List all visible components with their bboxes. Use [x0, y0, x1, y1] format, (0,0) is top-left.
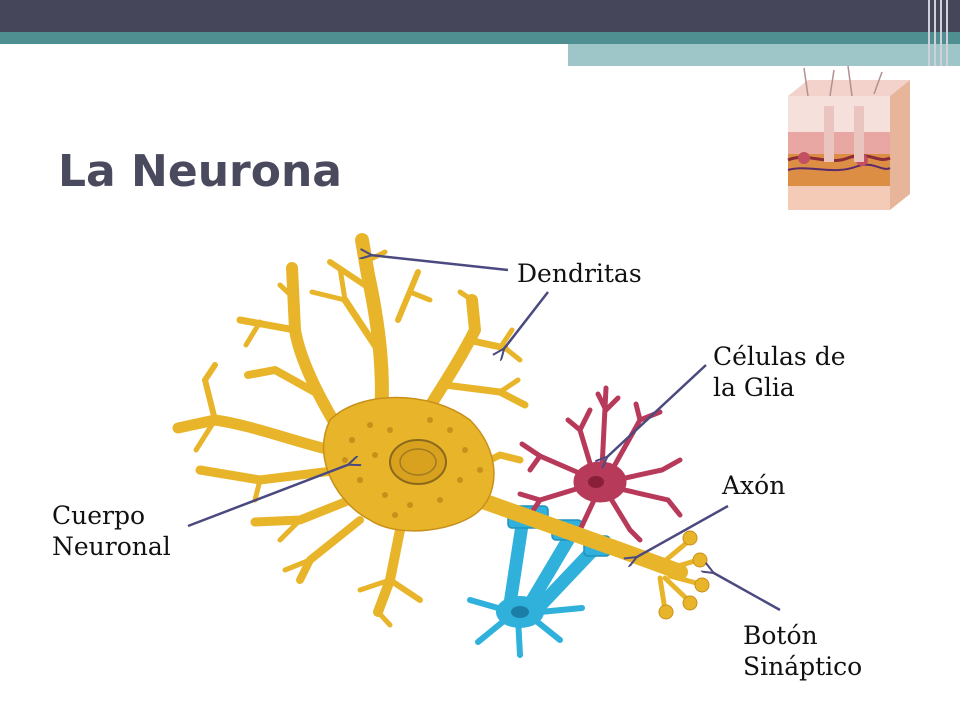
- arrow-glia: [606, 364, 707, 458]
- header-band-teal: [0, 32, 960, 44]
- neuron-cell: [172, 233, 710, 628]
- skin-cross-section-illustration: [787, 66, 910, 210]
- label-cuerpo-neuronal-line1: Cuerpo: [52, 501, 146, 530]
- arrow-boton: [712, 572, 781, 612]
- arrow-cuerpo: [187, 464, 350, 528]
- label-boton-sinaptico-line1: Botón: [743, 621, 818, 650]
- label-axon: Axón: [722, 471, 786, 500]
- label-cuerpo-neuronal: Cuerpo Neuronal: [52, 500, 171, 562]
- label-boton-sinaptico: Botón Sináptico: [743, 620, 862, 682]
- label-celulas-glia-line2: la Glia: [713, 373, 795, 402]
- arrow-dendritas-upper: [370, 255, 509, 272]
- label-cuerpo-neuronal-line2: Neuronal: [52, 532, 171, 561]
- header-band-dark: [0, 0, 960, 32]
- label-dendritas: Dendritas: [517, 259, 642, 288]
- header-stripes: [928, 0, 948, 66]
- slide-title: La Neurona: [58, 146, 342, 197]
- header-band-light: [568, 44, 960, 66]
- label-celulas-glia-line1: Células de: [713, 342, 846, 371]
- pointer-arrows: [187, 255, 781, 612]
- arrow-axon: [635, 504, 729, 558]
- arrow-dendritas-lower: [503, 291, 549, 350]
- label-boton-sinaptico-line2: Sináptico: [743, 652, 863, 681]
- label-celulas-glia: Células de la Glia: [713, 341, 846, 403]
